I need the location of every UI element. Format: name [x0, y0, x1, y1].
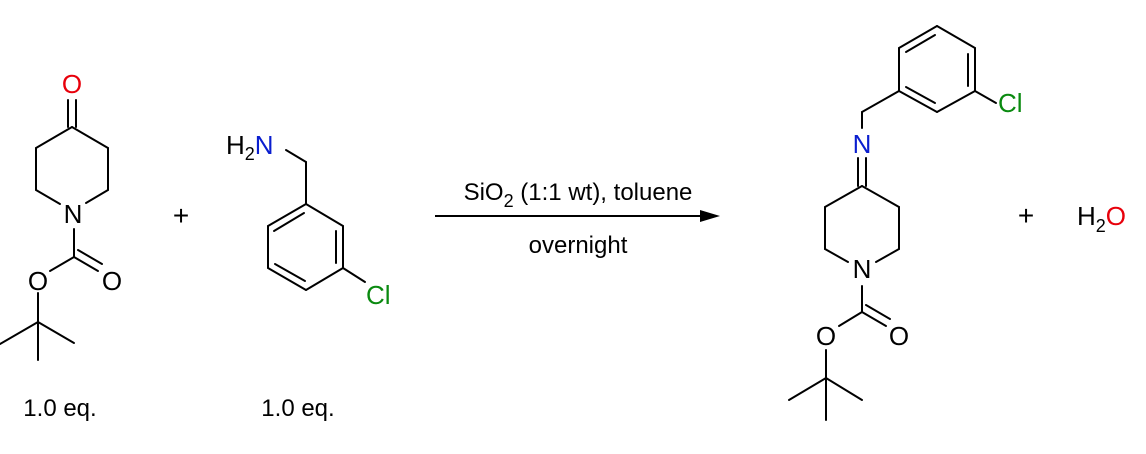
ring-nitrogen-atom: N	[853, 254, 872, 284]
ester-oxygen-atom: O	[816, 321, 836, 351]
arrowhead-icon	[700, 210, 720, 222]
reactant-2-equivalents: 1.0 eq.	[261, 395, 334, 422]
imine-nitrogen-atom: N	[853, 129, 872, 159]
nitrogen-atom: N	[64, 199, 83, 229]
ester-oxygen-atom: O	[28, 266, 48, 296]
plus-sign: +	[1018, 200, 1034, 231]
carbonyl-oxygen-atom: O	[102, 266, 122, 296]
water-byproduct: H2O	[1077, 201, 1126, 236]
product-structure: Cl N N O O	[788, 25, 1023, 421]
chlorine-atom: Cl	[366, 280, 391, 310]
oxygen-atom: O	[62, 69, 82, 99]
chlorine-atom: Cl	[998, 88, 1023, 118]
reaction-conditions-below: overnight	[529, 232, 628, 259]
reaction-conditions-above: SiO2 (1:1 wt), toluene	[464, 179, 693, 211]
carbonyl-oxygen-atom: O	[889, 321, 909, 351]
reactant-1-structure: O N O O	[0, 69, 122, 361]
plus-sign: +	[173, 200, 189, 231]
reactant-1-equivalents: 1.0 eq.	[23, 395, 96, 422]
reaction-arrow	[435, 210, 720, 222]
reactant-2-structure: H2N Cl	[226, 130, 391, 310]
amine-hydrogen: H2N	[226, 130, 274, 164]
